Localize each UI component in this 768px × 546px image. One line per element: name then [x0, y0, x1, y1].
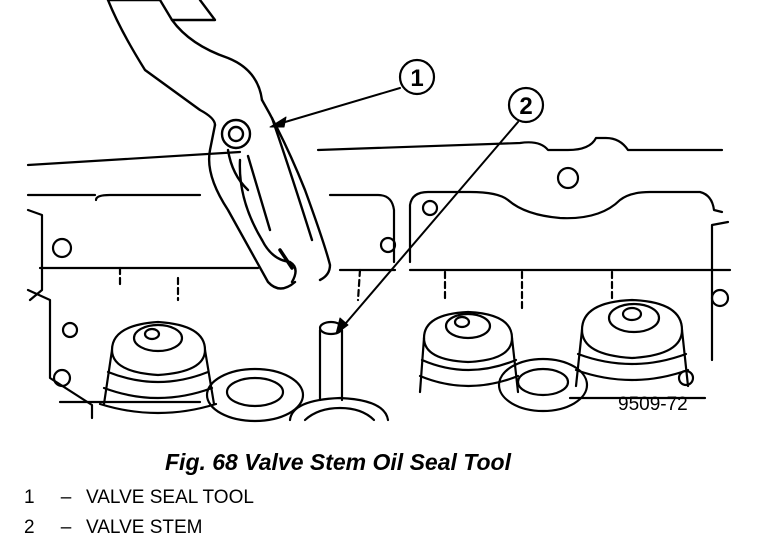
callout-number-1: 1 [410, 65, 423, 92]
cylinder-head-outline [26, 136, 732, 420]
callout-circle-2 [507, 86, 545, 124]
leader-lines [274, 87, 519, 331]
figure-caption: Fig. 68 Valve Stem Oil Seal Tool [165, 449, 511, 475]
valve-spring-right-center [418, 310, 520, 394]
legend-separator: – [60, 487, 72, 508]
valve-spring-left-center [205, 367, 305, 423]
legend-label: VALVE SEAL TOOL [86, 487, 254, 508]
legend-number: 2 [24, 517, 35, 538]
leader-arrowhead-2 [335, 317, 349, 335]
valve-spring-right [574, 298, 690, 388]
callout-number-2: 2 [519, 93, 532, 120]
figure-reference-number: 9509-72 [618, 394, 688, 415]
legend-label: VALVE STEM [86, 517, 203, 538]
valve-spring-right-low [497, 357, 589, 413]
valve-stem [318, 320, 344, 402]
legend-item: 2 –VALVE STEM [24, 517, 203, 539]
valve-seat-center [288, 396, 390, 422]
valve-seal-tool [106, 0, 332, 290]
callout-circle-1 [398, 58, 436, 96]
legend-number: 1 [24, 487, 35, 508]
diagram-illustration: 1 2 9509-72 [26, 0, 732, 423]
leader-arrowhead-1 [269, 116, 287, 128]
valve-spring-left [98, 320, 218, 415]
leader-line-2 [339, 121, 519, 331]
legend-separator: – [60, 517, 72, 538]
legend-item: 1 –VALVE SEAL TOOL [24, 487, 254, 509]
leader-line-1 [274, 87, 401, 126]
